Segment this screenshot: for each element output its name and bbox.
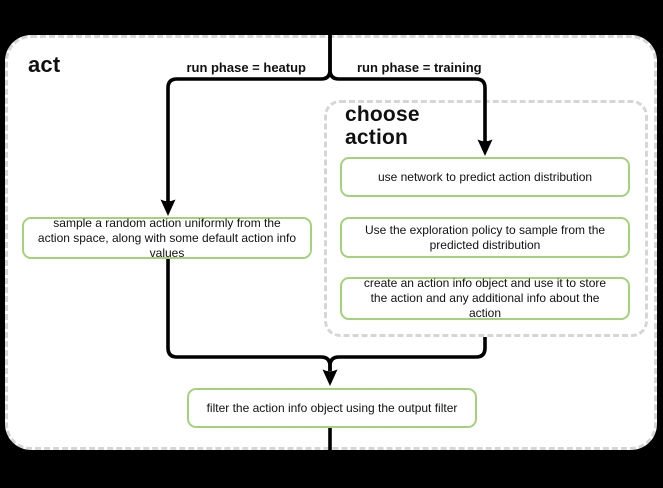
node-filter-action-info: filter the action info object using the … [187, 388, 477, 428]
node-predict-distribution: use network to predict action distributi… [340, 157, 630, 197]
act-label: act [28, 52, 61, 77]
node-sample-random-action: sample a random action uniformly from th… [22, 216, 312, 260]
branch-label-heatup: run phase = heatup [186, 60, 306, 75]
node-exploration-policy: Use the exploration policy to sample fro… [340, 217, 630, 258]
branch-label-training: run phase = training [357, 60, 482, 75]
choose-action-group-title: choose action [345, 103, 420, 149]
node-create-action-info: create an action info object and use it … [340, 276, 630, 320]
